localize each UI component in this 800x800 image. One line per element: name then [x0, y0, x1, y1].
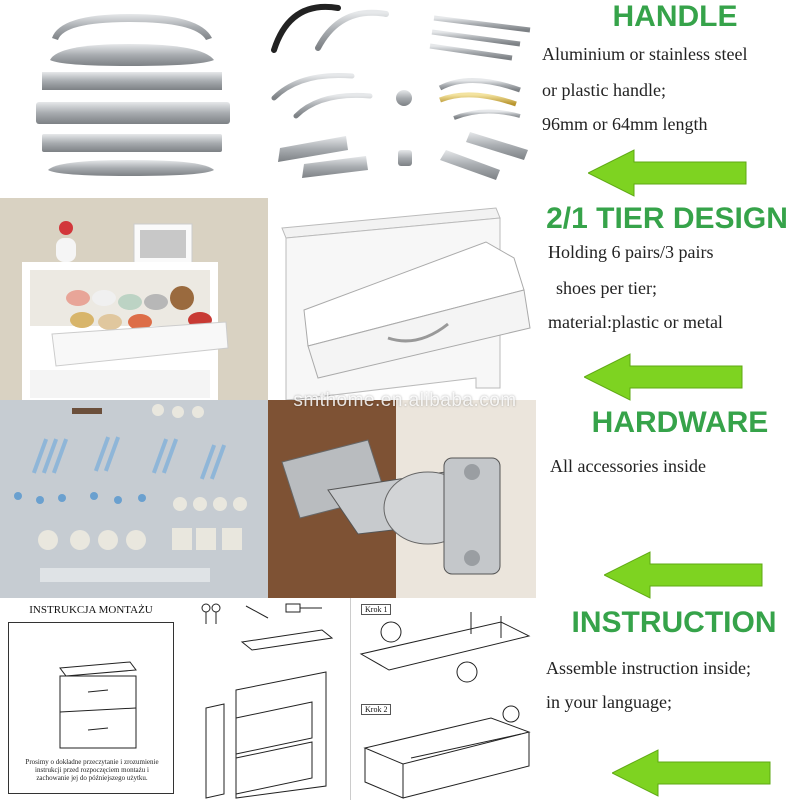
- instruction-desc-line-2: in your language;: [546, 692, 672, 712]
- green-arrow-icon: [604, 551, 763, 599]
- manual-note: Prosimy o dokładne przeczytanie i zrozum…: [14, 758, 170, 782]
- handle-desc-line-3: 96mm or 64mm length: [542, 114, 708, 134]
- handles-illustration: [36, 3, 531, 180]
- green-arrow-icon: [588, 149, 747, 197]
- hardware-heading: HARDWARE: [591, 406, 769, 439]
- exploded-view-sketch: [201, 603, 334, 799]
- step-1-sketch: [359, 612, 531, 683]
- hinge-illustration: [268, 400, 536, 598]
- instruction-desc-line-1: Assemble instruction inside;: [546, 658, 751, 678]
- handle-desc-line-1: Aluminium or stainless steel: [542, 44, 748, 64]
- screws-illustration: [0, 400, 268, 598]
- handle-heading: HANDLE: [612, 0, 738, 33]
- shoe-cabinet-illustration: [0, 198, 268, 400]
- step-2-sketch: [363, 705, 531, 799]
- manual-step-2: Krok 2: [350, 698, 537, 800]
- step-2-label: Krok 2: [361, 704, 392, 715]
- manual-note-line: zachowanie jej do późniejszego użytku.: [36, 774, 148, 782]
- hardware-photo: [0, 400, 268, 598]
- hardware-desc-line-1: All accessories inside: [550, 456, 706, 476]
- instruction-heading: INSTRUCTION: [571, 606, 777, 639]
- manual-cover: INSTRUKCJA MONTAŻU Prosimy o dokładne pr…: [0, 598, 183, 800]
- hinge-photo: [268, 400, 536, 598]
- shoe-cabinet-photo: [0, 198, 268, 400]
- watermark: smthome.en.alibaba.com: [293, 390, 517, 411]
- manual-note-line: Prosimy o dokładne przeczytanie i zrozum…: [25, 758, 159, 766]
- tier-desc-line-2: shoes per tier;: [556, 278, 657, 298]
- manual-exploded-view: [182, 598, 350, 800]
- manual-title: INSTRUKCJA MONTAŻU: [29, 604, 153, 616]
- tier-desc-line-3: material:plastic or metal: [548, 312, 723, 332]
- cabinet-sketch: [59, 661, 137, 749]
- step-1-label: Krok 1: [361, 604, 392, 615]
- tier-drawing: [268, 198, 536, 400]
- tier-desc-line-1: Holding 6 pairs/3 pairs: [548, 242, 714, 262]
- handle-desc-line-2: or plastic handle;: [542, 80, 666, 100]
- green-arrow-icon: [584, 353, 743, 401]
- handles-photo: [0, 0, 536, 198]
- green-arrow-icon: [612, 749, 771, 797]
- tier-heading: 2/1 TIER DESIGN: [546, 202, 788, 235]
- manual-frame: [8, 622, 174, 794]
- tier-cabinet-illustration: [281, 207, 531, 400]
- manual-step-1: Krok 1: [350, 598, 537, 699]
- manual-note-line: instrukcji przed rozpoczęciem montażu i: [35, 766, 149, 774]
